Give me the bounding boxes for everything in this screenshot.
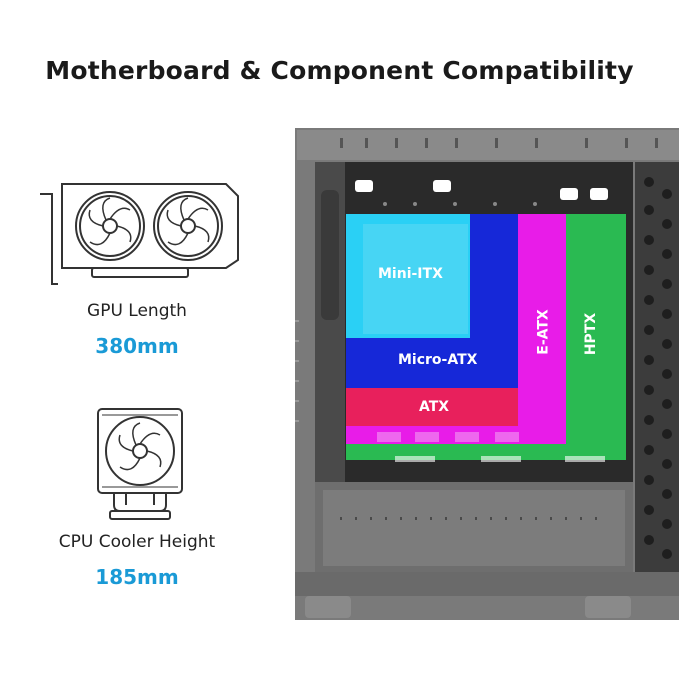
gpu-icon xyxy=(38,172,248,291)
pc-case-illustration: Mini-ITX Micro-ATX ATX E-ATX HPTX xyxy=(285,120,679,629)
gpu-length-value: 380mm xyxy=(95,334,179,358)
cpu-cooler-icon xyxy=(90,405,190,527)
gpu-length-label: GPU Length xyxy=(87,301,187,321)
page-title: Motherboard & Component Compatibility xyxy=(45,56,634,85)
cpu-cooler-height-label: CPU Cooler Height xyxy=(58,532,216,552)
cpu-cooler-height-value: 185mm xyxy=(95,565,179,589)
micro-atx-label: Micro-ATX xyxy=(398,352,478,368)
atx-label: ATX xyxy=(419,399,450,415)
e-atx-label: E-ATX xyxy=(535,309,552,355)
mini-itx-label: Mini-ITX xyxy=(378,266,443,282)
hptx-label: HPTX xyxy=(583,312,600,356)
